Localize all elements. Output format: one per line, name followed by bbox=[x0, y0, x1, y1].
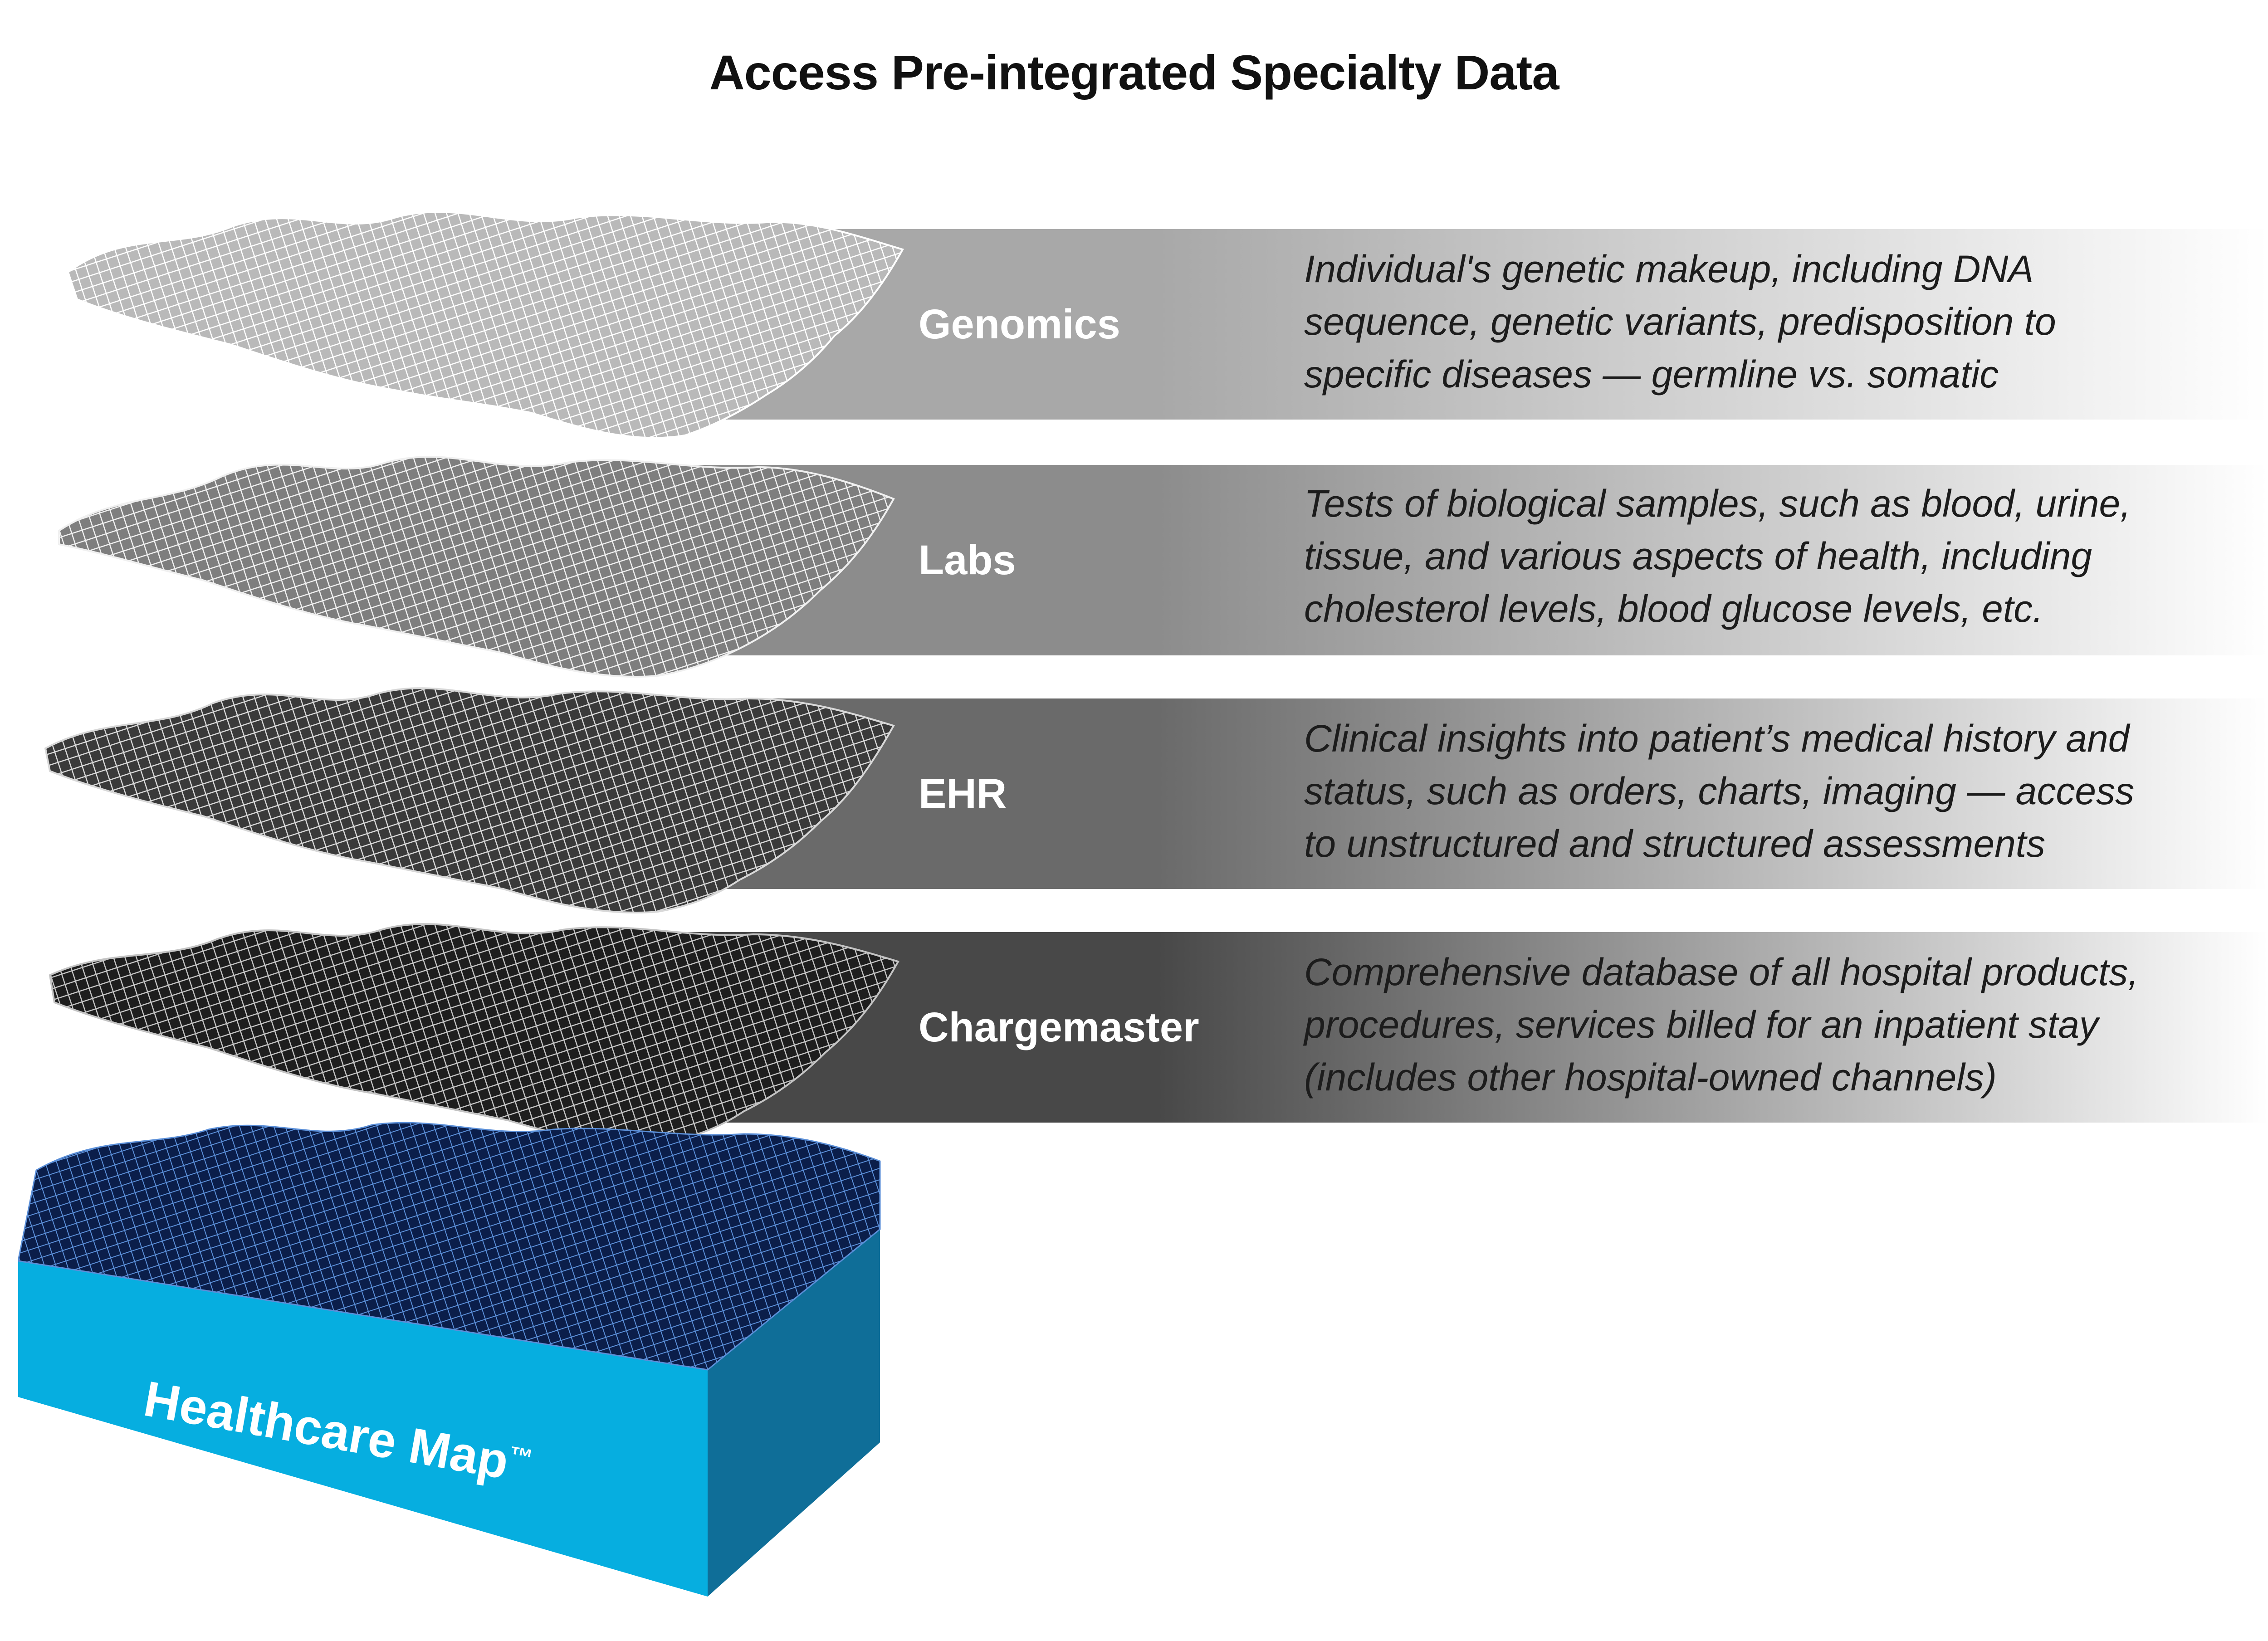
ehr-terrain-mesh bbox=[44, 687, 895, 913]
layer-label-chargemaster: Chargemaster bbox=[919, 1004, 1199, 1050]
description-line: Clinical insights into patient’s medical… bbox=[1304, 717, 2130, 760]
description-line: to unstructured and structured assessmen… bbox=[1304, 822, 2046, 865]
layer-description-genomics: Individual's genetic makeup, including D… bbox=[1304, 243, 2257, 400]
description-line: status, such as orders, charts, imaging … bbox=[1304, 770, 2135, 812]
layer-band-genomics bbox=[680, 229, 2268, 420]
description-line: (includes other hospital-owned channels) bbox=[1304, 1056, 1997, 1099]
description-line: Comprehensive database of all hospital p… bbox=[1304, 951, 2139, 993]
layer-description-labs: Tests of biological samples, such as blo… bbox=[1304, 477, 2257, 635]
layer-band-ehr bbox=[680, 698, 2268, 889]
layer-label-ehr: EHR bbox=[919, 771, 1007, 817]
description-line: procedures, services billed for an inpat… bbox=[1304, 1003, 2098, 1046]
chargemaster-terrain-mesh bbox=[49, 923, 899, 1145]
description-line: sequence, genetic variants, predispositi… bbox=[1304, 300, 2056, 343]
layer-description-ehr: Clinical insights into patient’s medical… bbox=[1304, 712, 2257, 870]
genomics-terrain-mesh bbox=[67, 211, 904, 439]
description-line: tissue, and various aspects of health, i… bbox=[1304, 535, 2092, 577]
page-title: Access Pre-integrated Specialty Data bbox=[709, 45, 1559, 100]
healthcare-map-block bbox=[18, 1122, 881, 1597]
description-line: specific diseases — germline vs. somatic bbox=[1304, 353, 1999, 396]
labs-terrain-mesh bbox=[58, 456, 895, 678]
layer-label-genomics: Genomics bbox=[919, 301, 1120, 347]
layer-band-labs bbox=[680, 465, 2268, 655]
layer-description-chargemaster: Comprehensive database of all hospital p… bbox=[1304, 946, 2257, 1104]
description-line: Tests of biological samples, such as blo… bbox=[1304, 482, 2131, 525]
description-line: cholesterol levels, blood glucose levels… bbox=[1304, 587, 2043, 630]
layer-label-labs: Labs bbox=[919, 537, 1016, 583]
description-line: Individual's genetic makeup, including D… bbox=[1304, 248, 2034, 290]
trademark-symbol: ™ bbox=[507, 1441, 535, 1472]
layer-band-chargemaster bbox=[680, 932, 2268, 1123]
